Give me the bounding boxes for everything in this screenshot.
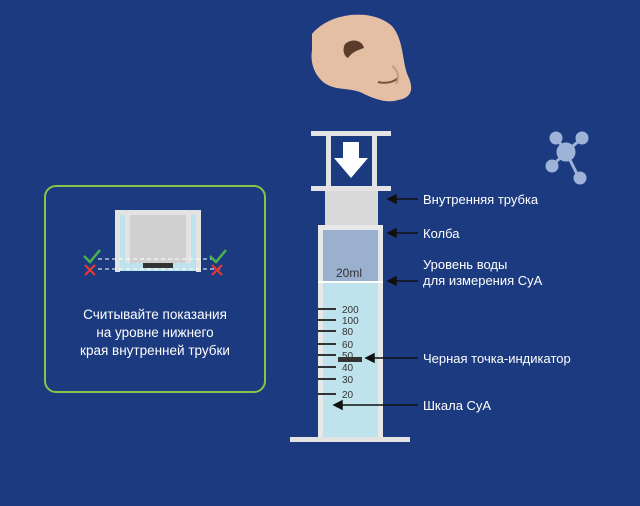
label-water-level: Уровень воды для измерения CyA bbox=[423, 257, 543, 288]
label-flask: Колба bbox=[423, 226, 460, 241]
scale-tick-label: 80 bbox=[342, 327, 354, 338]
indicator-dot bbox=[338, 357, 362, 362]
scale-tick-label: 60 bbox=[342, 340, 354, 351]
scale-tick-label: 30 bbox=[342, 375, 354, 386]
volume-label: 20ml bbox=[336, 266, 362, 280]
label-inner-tube: Внутренняя трубка bbox=[423, 192, 539, 207]
molecule-icon bbox=[545, 131, 589, 185]
plunger-frame bbox=[311, 131, 391, 191]
scale-tick-label: 200 bbox=[342, 305, 359, 316]
tip-illustration bbox=[98, 210, 220, 272]
callout-arrows bbox=[332, 193, 418, 411]
scale-tick-label: 20 bbox=[342, 390, 354, 401]
scale-tick-label: 40 bbox=[342, 363, 354, 374]
label-scale: Шкала CyA bbox=[423, 398, 492, 413]
tip-text: Считывайте показания на уровне нижнего к… bbox=[80, 307, 230, 358]
nose-icon bbox=[311, 14, 412, 102]
down-arrow-icon bbox=[334, 142, 368, 178]
scale-tick-label: 50 bbox=[342, 351, 354, 362]
scale-tick-label: 100 bbox=[342, 316, 359, 327]
check-icon bbox=[83, 249, 227, 264]
flask-base bbox=[290, 437, 410, 442]
cross-icon bbox=[84, 264, 223, 276]
tip-box bbox=[44, 185, 266, 393]
label-indicator: Черная точка-индикатор bbox=[423, 351, 571, 366]
